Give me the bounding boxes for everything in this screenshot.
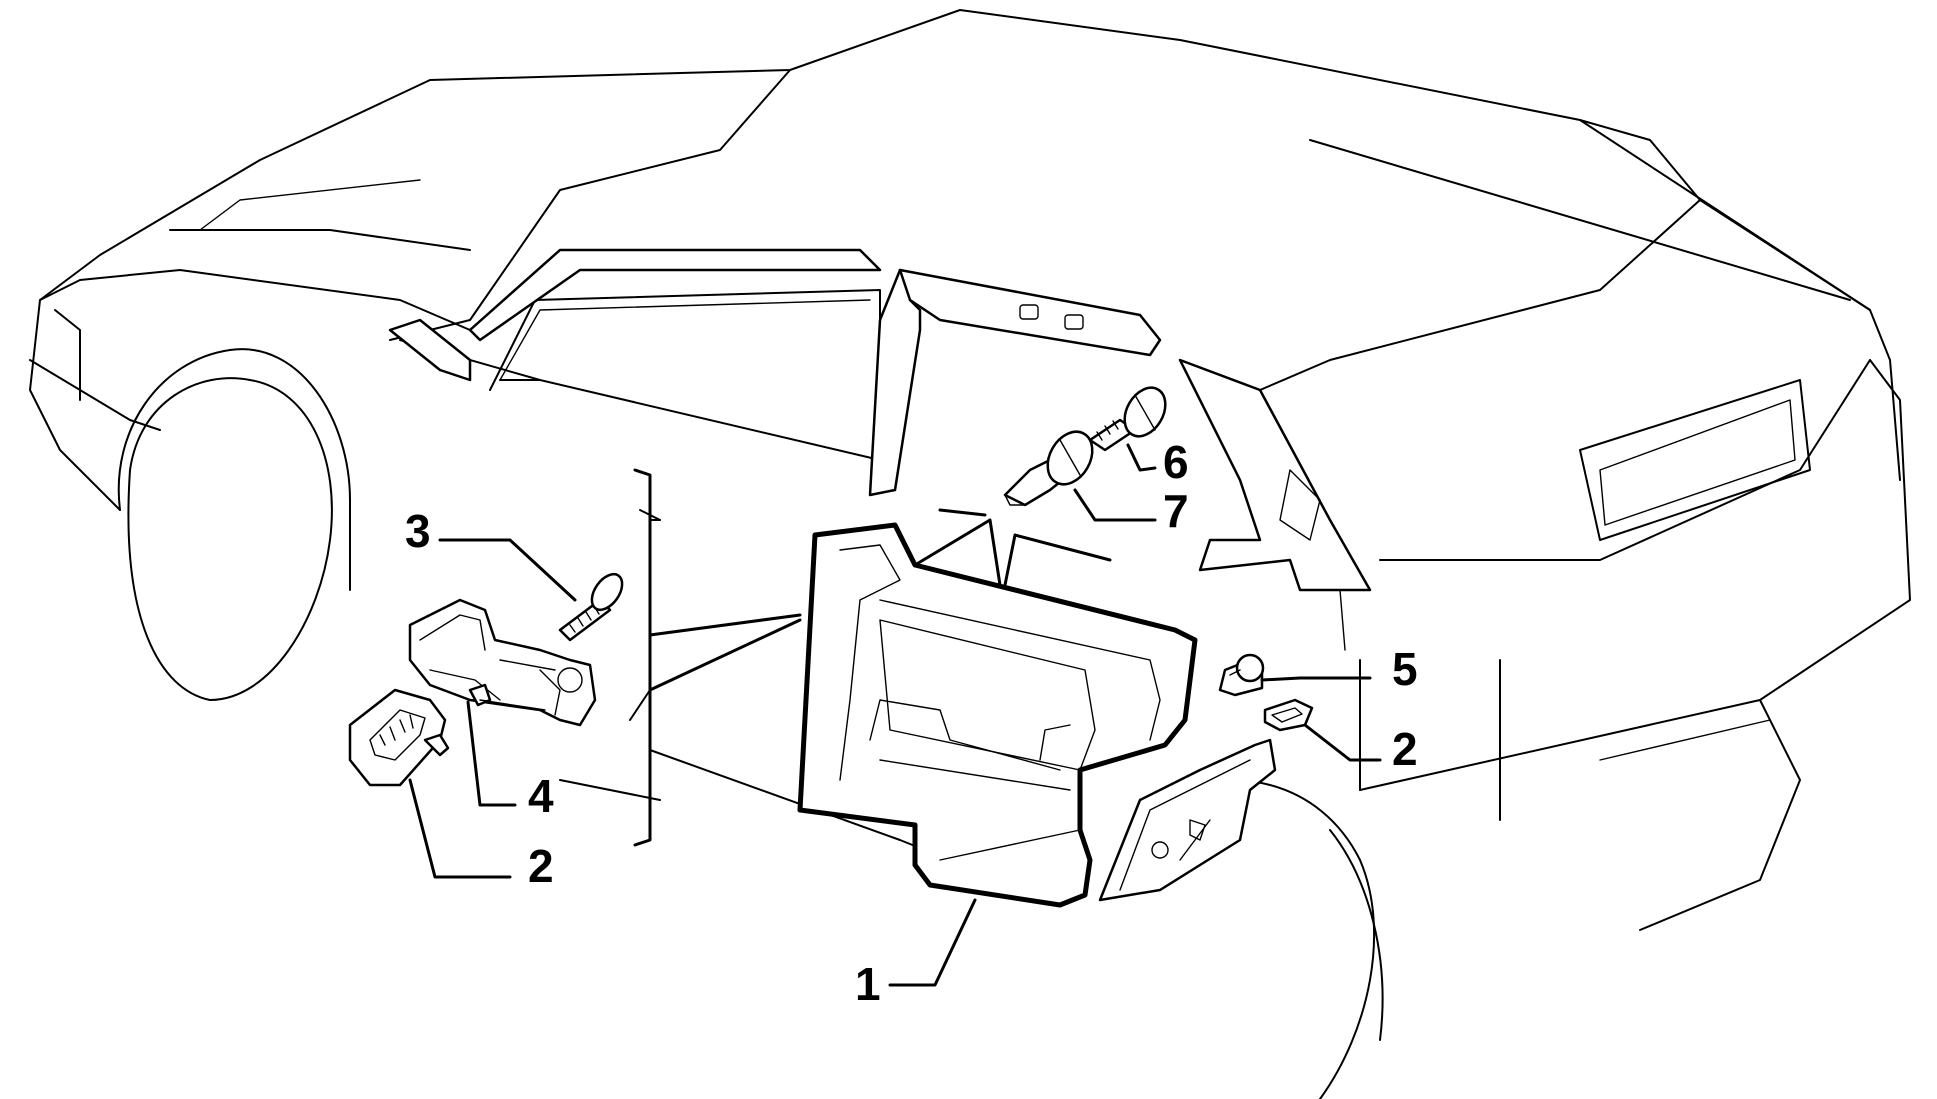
callout-7: 7 — [1163, 485, 1189, 537]
wheel-arch-trim-piece — [1098, 738, 1277, 902]
callout-6: 6 — [1163, 436, 1189, 488]
group-bracket-lines — [633, 468, 802, 847]
callout-5: 5 — [1392, 643, 1418, 695]
car-body-outline — [29, 9, 1911, 1099]
push-rivet-6 — [1088, 386, 1167, 452]
callout-3: 3 — [405, 505, 431, 557]
callout-labels: 1 2 3 4 5 2 6 7 — [405, 436, 1418, 1010]
screw-3 — [558, 572, 624, 642]
callout-1: 1 — [855, 958, 881, 1010]
leader-4 — [466, 700, 517, 807]
callout-2-left: 2 — [528, 840, 554, 892]
leader-5 — [1260, 676, 1372, 682]
callout-4: 4 — [528, 770, 554, 822]
clip-5 — [1218, 653, 1265, 697]
plastic-fastener-7 — [1003, 430, 1094, 507]
leader-lines — [408, 443, 1382, 987]
rear-side-trim-panel — [797, 508, 1198, 908]
mounting-bracket — [408, 598, 597, 727]
leader-6 — [1126, 443, 1157, 472]
callout-2-right: 2 — [1392, 723, 1418, 775]
leader-1 — [888, 898, 977, 987]
leader-2-left — [408, 778, 512, 879]
leader-3 — [438, 538, 577, 602]
leader-7 — [1073, 488, 1157, 522]
leader-2-right — [1303, 723, 1382, 762]
grommet-left — [348, 688, 450, 787]
